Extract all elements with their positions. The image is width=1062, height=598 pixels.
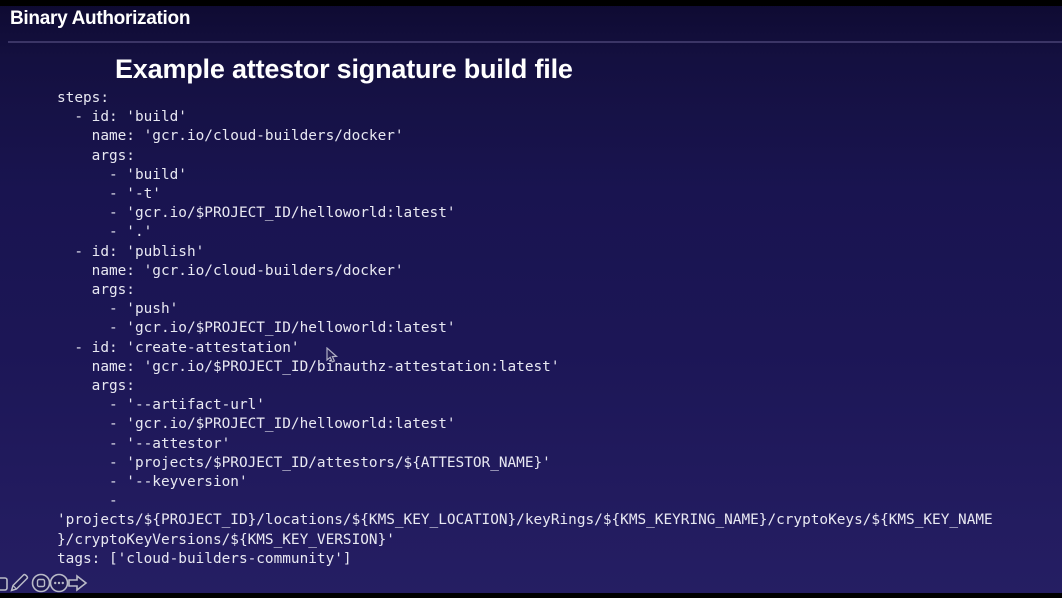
top-letterbox-bar [0,0,1062,6]
next-arrow-button[interactable] [67,573,89,593]
yaml-code-block: steps: - id: 'build' name: 'gcr.io/cloud… [57,90,993,567]
ellipsis-icon [54,581,64,585]
bottom-letterbox-bar [0,593,1062,598]
mouse-cursor-icon [326,347,339,363]
screen-glyph-icon [36,578,46,588]
header-divider [8,41,1062,43]
screen-circle-button[interactable] [31,573,51,593]
deck-title: Binary Authorization [10,8,191,29]
pen-icon[interactable] [9,571,31,593]
slide-thumbnail-icon[interactable] [0,575,10,593]
more-options-button[interactable] [49,573,69,593]
slide-heading: Example attestor signature build file [115,54,573,84]
presenter-toolbar [0,567,92,593]
